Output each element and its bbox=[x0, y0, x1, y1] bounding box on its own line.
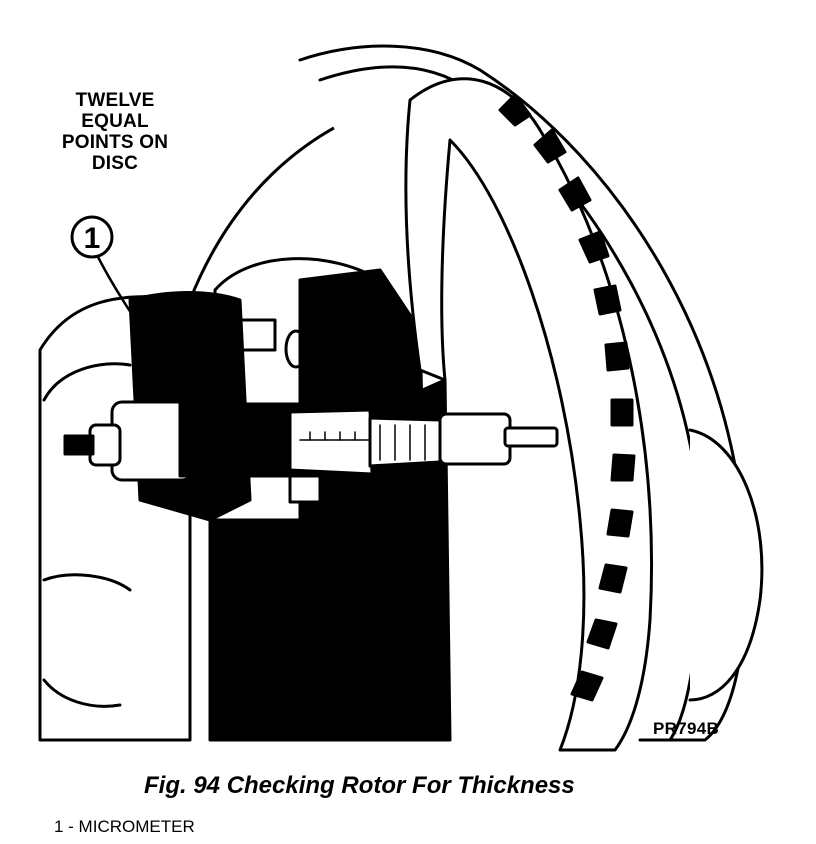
micrometer-body bbox=[178, 402, 302, 478]
callout-circle bbox=[70, 215, 114, 259]
right-hub-bump bbox=[688, 428, 764, 702]
figure-caption: Fig. 94 Checking Rotor For Thickness bbox=[144, 772, 575, 799]
hub-disc-lower-arc bbox=[42, 678, 122, 708]
rotor-face-shaded bbox=[208, 268, 432, 742]
figure-code: PR794B bbox=[653, 719, 720, 738]
callout-twelve-points: TWELVE EQUAL POINTS ON DISC bbox=[40, 90, 190, 174]
hub-disc-inner-arc bbox=[42, 573, 132, 592]
callout-line: POINTS ON bbox=[61, 132, 169, 153]
hub-disc-ring bbox=[42, 362, 132, 402]
micrometer-ratchet bbox=[438, 412, 512, 466]
callout-leader-line bbox=[96, 255, 187, 397]
micrometer-lower-lug bbox=[288, 474, 322, 504]
rotor-hat-ridge bbox=[228, 318, 277, 352]
rotor-edge-band bbox=[398, 378, 452, 742]
callout-number: 1 bbox=[84, 222, 101, 255]
callout-line: DISC bbox=[91, 153, 139, 174]
micrometer-spindle-right bbox=[503, 426, 559, 448]
micrometer-scale bbox=[299, 424, 426, 461]
callout-line: TWELVE bbox=[75, 90, 155, 111]
rotor-vent-fins bbox=[498, 93, 636, 702]
micrometer-sleeve bbox=[288, 408, 374, 476]
rotor-micrometer-illustration: 1 bbox=[38, 44, 764, 752]
micrometer-anvil-tip bbox=[63, 434, 95, 456]
callout-arrowhead bbox=[170, 378, 188, 397]
callout-line: EQUAL bbox=[81, 111, 149, 132]
figure-legend: 1 - MICROMETER bbox=[54, 817, 195, 836]
